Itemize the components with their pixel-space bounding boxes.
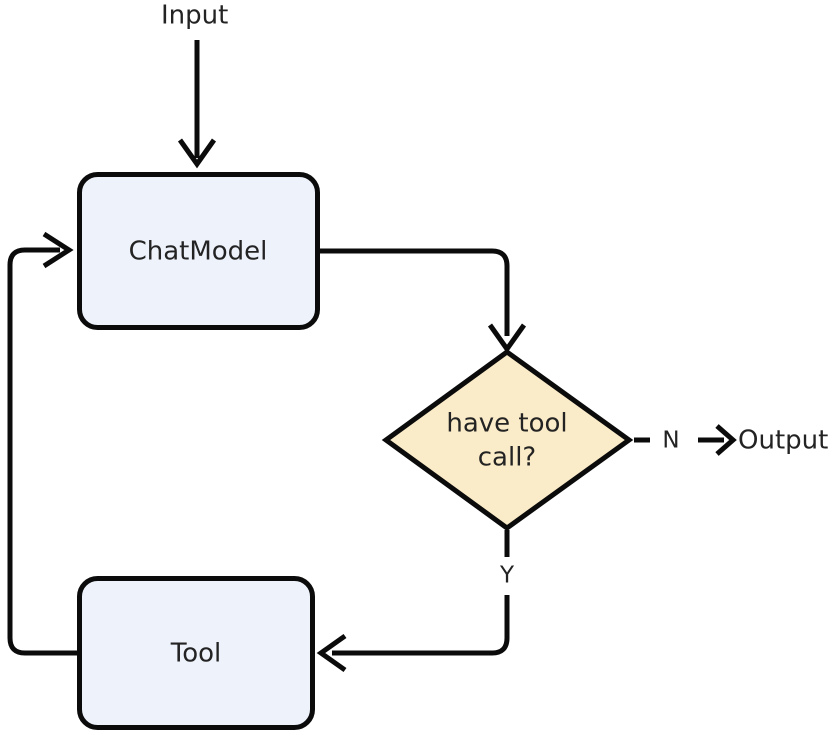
node-decision-have-tool-call[interactable]: have tool call? [381,348,634,532]
node-tool-shape[interactable] [77,576,315,730]
arrowhead-right-icon [715,424,737,456]
node-tool-label: Tool [170,639,222,669]
edge-decision-no-to-output: N [634,424,737,456]
node-decision-label-line2: call? [478,443,536,473]
node-chatmodel-label: ChatModel [129,237,268,267]
edge-line-segment-lower [332,595,510,656]
node-decision-label-line1: have tool [446,409,567,439]
edge-line [320,248,510,336]
arrowhead-left-icon [316,633,347,673]
node-chatmodel-shape[interactable] [77,172,320,330]
node-decision-shape[interactable] [381,348,634,532]
edge-label-yes: Y [499,563,515,589]
edge-label-no: N [662,428,679,454]
edge-tool-to-chatmodel [7,231,77,656]
node-tool[interactable]: Tool [77,576,315,730]
edge-chatmodel-to-decision [320,248,527,354]
edge-line [7,247,77,656]
arrowhead-down-icon [177,138,217,169]
edge-input-to-chatmodel [177,40,217,169]
edge-decision-yes-to-tool: Y [316,530,515,673]
node-input-label: Input [161,1,228,31]
node-output-label: Output [738,426,828,456]
node-chatmodel[interactable]: ChatModel [77,172,320,330]
arrowhead-right-icon [42,231,74,269]
